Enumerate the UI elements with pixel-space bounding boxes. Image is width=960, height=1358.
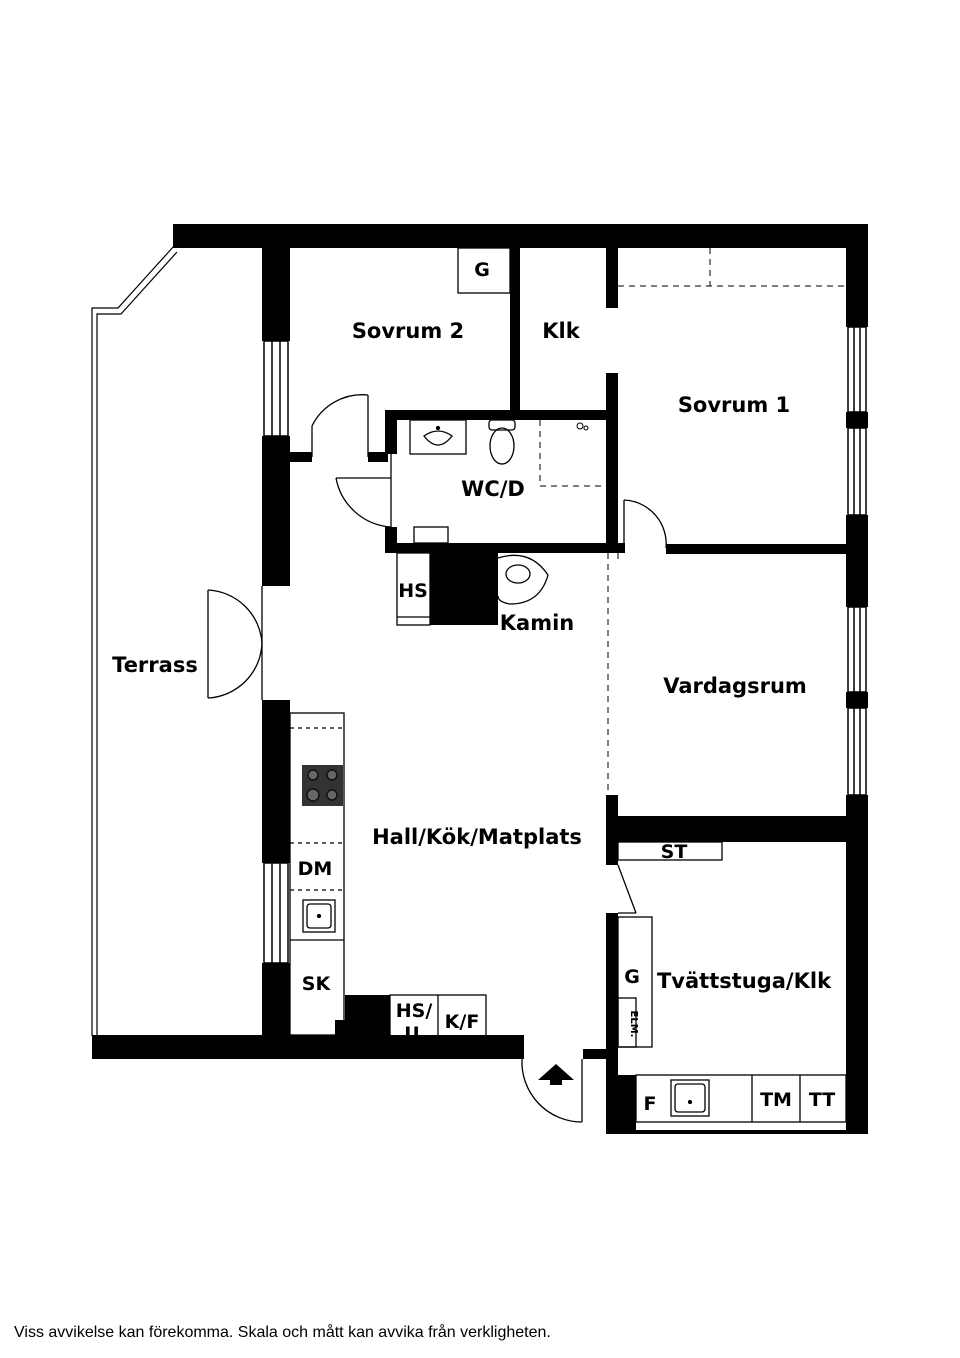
fixture-label-sk: SK (302, 973, 332, 995)
disclaimer-text: Viss avvikelse kan förekomma. Skala och … (14, 1324, 551, 1341)
doors (207, 394, 667, 1123)
fixture-label-hs: HS (398, 580, 428, 602)
fixture-label-f: F (644, 1093, 657, 1115)
terrace-outline (91, 245, 178, 1036)
room-label-vardagsrum: Vardagsrum (663, 674, 807, 698)
fixtures (289, 247, 847, 1123)
fixture-label-kf: K/F (445, 1011, 480, 1033)
fixture-label-hsu-line2: U (404, 1023, 419, 1045)
room-label-wc: WC/D (461, 477, 525, 501)
room-label-sovrum2: Sovrum 2 (352, 319, 464, 343)
fireplace-icon (497, 554, 549, 605)
shower-icon (576, 422, 589, 431)
laundry-sink-icon (670, 1079, 710, 1117)
room-label-hall: Hall/Kök/Matplats (372, 825, 582, 849)
entrance-arrow-icon (538, 1064, 574, 1085)
room-label-sovrum1: Sovrum 1 (678, 393, 790, 417)
fixture-label-g-top: G (474, 259, 490, 281)
room-label-kamin: Kamin (500, 611, 574, 635)
fixture-label-tm: TM (760, 1089, 792, 1111)
walls (92, 224, 868, 1134)
room-label-tvattstuga: Tvättstuga/Klk (657, 969, 832, 993)
fixture-label-st: ST (661, 841, 688, 863)
fixture-label-g-laundry: G (624, 966, 640, 988)
fixture-label-tt: TT (809, 1089, 835, 1111)
fixture-label-elm: ELM. (628, 1011, 639, 1038)
washbasin-icon (409, 419, 467, 455)
room-label-klk: Klk (542, 319, 580, 343)
fixture-label-hsu-line1: HS/ (396, 1000, 433, 1022)
fixture-label-dm: DM (298, 858, 333, 880)
stove-icon (302, 765, 343, 806)
windows (263, 326, 867, 964)
dashed-lines (539, 248, 846, 795)
sink-icon (302, 899, 336, 933)
room-label-terrass: Terrass (112, 653, 198, 677)
toilet-icon (488, 419, 516, 465)
